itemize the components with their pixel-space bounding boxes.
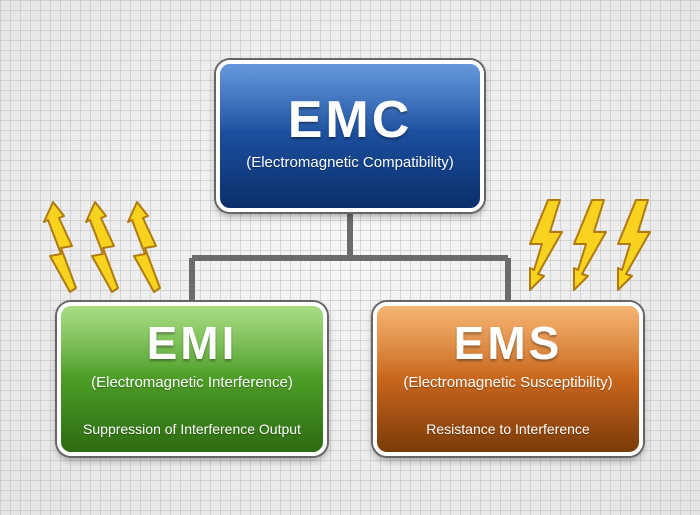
ems-title: EMS (453, 317, 563, 369)
emi-node: EMI (Electromagnetic Interference) Suppr… (57, 302, 327, 456)
emc-node: EMC (Electromagnetic Compatibility) (216, 60, 484, 212)
lightning-bolt-icon (85, 201, 119, 293)
lightning-bolt-icon (573, 199, 607, 291)
lightning-bolt-icon (127, 201, 161, 293)
emc-subtitle: (Electromagnetic Compatibility) (246, 154, 454, 171)
lightning-bolt-icon (529, 199, 563, 291)
emi-description: Suppression of Interference Output (83, 421, 301, 437)
ems-lightning-bolts (529, 199, 651, 291)
ems-description: Resistance to Interference (426, 421, 590, 437)
ems-subtitle: (Electromagnetic Susceptibility) (403, 374, 613, 391)
emc-title: EMC (287, 91, 413, 149)
lightning-bolt-icon (43, 201, 77, 293)
emi-lightning-bolts (43, 201, 161, 293)
emi-title: EMI (146, 317, 238, 369)
lightning-bolt-icon (617, 199, 651, 291)
emi-subtitle: (Electromagnetic Interference) (91, 374, 293, 391)
ems-node: EMS (Electromagnetic Susceptibility) Res… (373, 302, 643, 456)
